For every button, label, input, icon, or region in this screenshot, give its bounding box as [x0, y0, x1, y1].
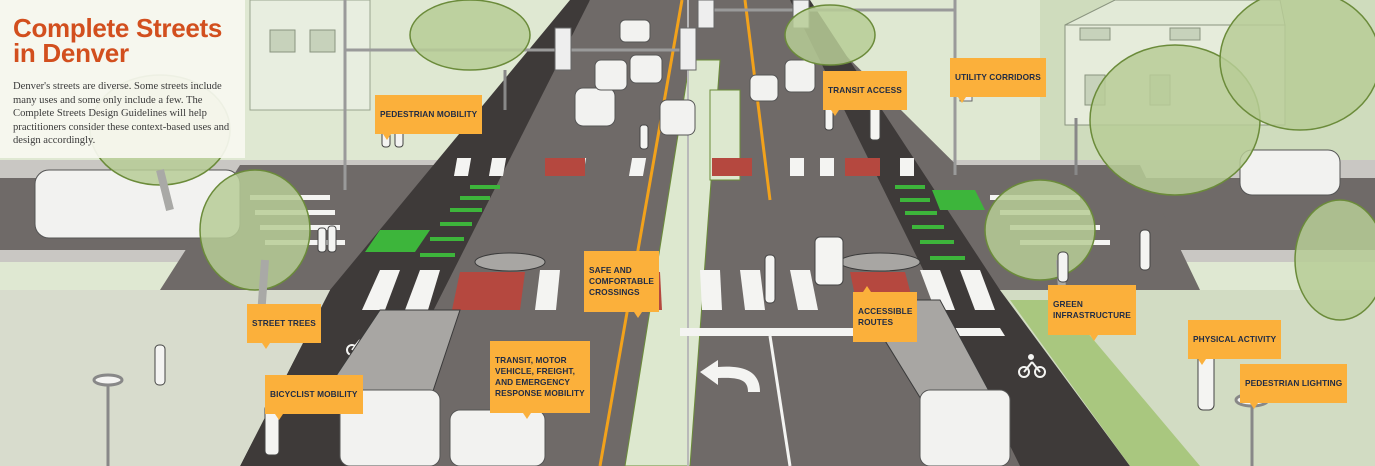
wheelchair-user	[814, 236, 844, 286]
bike-markings-left	[420, 185, 500, 257]
callout-pointer	[1090, 335, 1098, 341]
callout-transit-motor-freight: TRANSIT, MOTOR VEHICLE, FREIGHT, AND EME…	[490, 341, 590, 419]
intro-text: Denver's streets are diverse. Some stree…	[13, 81, 230, 146]
bike-box-right	[932, 190, 985, 210]
median-far	[709, 89, 741, 181]
crosswalk-far	[453, 158, 914, 176]
page-title: Complete Streets in Denver	[13, 13, 223, 68]
curb-bulb	[839, 252, 921, 272]
median-near	[624, 59, 721, 466]
crosswalk-near	[362, 270, 995, 310]
car-right	[1239, 149, 1341, 196]
callout-accessible-routes: ACCESSIBLE ROUTES	[853, 286, 918, 342]
pedestrians	[154, 99, 1215, 456]
callout-label: PEDESTRIAN LIGHTING	[1245, 378, 1343, 388]
callout-pointer	[1198, 359, 1206, 365]
bike-symbol-right-icon	[1018, 354, 1046, 378]
callout-label: GREEN INFRASTRUCTURE	[1053, 299, 1131, 320]
suv-near-right	[919, 389, 1011, 466]
callout-label: BICYCLIST MOBILITY	[270, 389, 358, 399]
callout-pointer	[1250, 403, 1258, 409]
left-turn-arrow-icon	[700, 360, 760, 392]
callout-pointer	[958, 97, 966, 103]
callout-pointer	[523, 413, 531, 419]
suv-near-left	[339, 389, 441, 466]
intro-panel: Complete Streets in Denver Denver's stre…	[0, 0, 245, 158]
callout-label: STREET TREES	[252, 318, 316, 328]
callout-safe-crossings: SAFE AND COMFORTABLE CROSSINGS	[584, 251, 660, 318]
callout-transit-access: TRANSIT ACCESS	[823, 71, 907, 116]
center-line-left	[598, 0, 684, 466]
callout-label: PEDESTRIAN MOBILITY	[380, 109, 478, 119]
callout-pointer	[383, 134, 391, 140]
callout-street-trees: STREET TREES	[247, 304, 321, 349]
callout-label: SAFE AND COMFORTABLE CROSSINGS	[589, 265, 655, 297]
callout-label: UTILITY CORRIDORS	[955, 72, 1041, 82]
callout-label: ACCESSIBLE ROUTES	[858, 306, 913, 327]
traffic-signal-icon	[554, 27, 572, 71]
callout-pedestrian-lighting: PEDESTRIAN LIGHTING	[1240, 364, 1348, 409]
curb-bulb	[474, 252, 546, 272]
callout-pointer	[262, 343, 270, 349]
bike-box-left	[365, 230, 430, 252]
callout-pointer	[863, 286, 871, 292]
green-infrastructure-strip	[1010, 300, 1200, 466]
crosswalk-red-far	[545, 158, 880, 176]
callout-label: PHYSICAL ACTIVITY	[1193, 334, 1277, 344]
house-left	[249, 0, 371, 111]
callout-pointer	[831, 110, 839, 116]
callout-physical-activity: PHYSICAL ACTIVITY	[1188, 320, 1282, 365]
callout-green-infrastructure: GREEN INFRASTRUCTURE	[1048, 285, 1136, 341]
callout-label: TRANSIT, MOTOR VEHICLE, FREIGHT, AND EME…	[495, 355, 585, 398]
callout-utility-corridors: UTILITY CORRIDORS	[950, 58, 1046, 103]
bike-markings-right	[895, 185, 965, 260]
vehicles	[34, 19, 1341, 466]
title-line-1: Complete Streets	[13, 13, 223, 43]
title-line-2: in Denver	[13, 38, 129, 68]
callout-label: TRANSIT ACCESS	[828, 85, 902, 95]
callout-bicyclist-mobility: BICYCLIST MOBILITY	[265, 375, 363, 420]
callout-pointer	[275, 414, 283, 420]
traffic-signal-icon	[679, 27, 697, 71]
lane-line	[768, 335, 792, 466]
pedestrian-crossing	[764, 254, 776, 304]
traffic-signal-icon	[697, 0, 715, 29]
callout-pointer	[634, 312, 642, 318]
callout-pedestrian-mobility: PEDESTRIAN MOBILITY	[375, 95, 483, 140]
